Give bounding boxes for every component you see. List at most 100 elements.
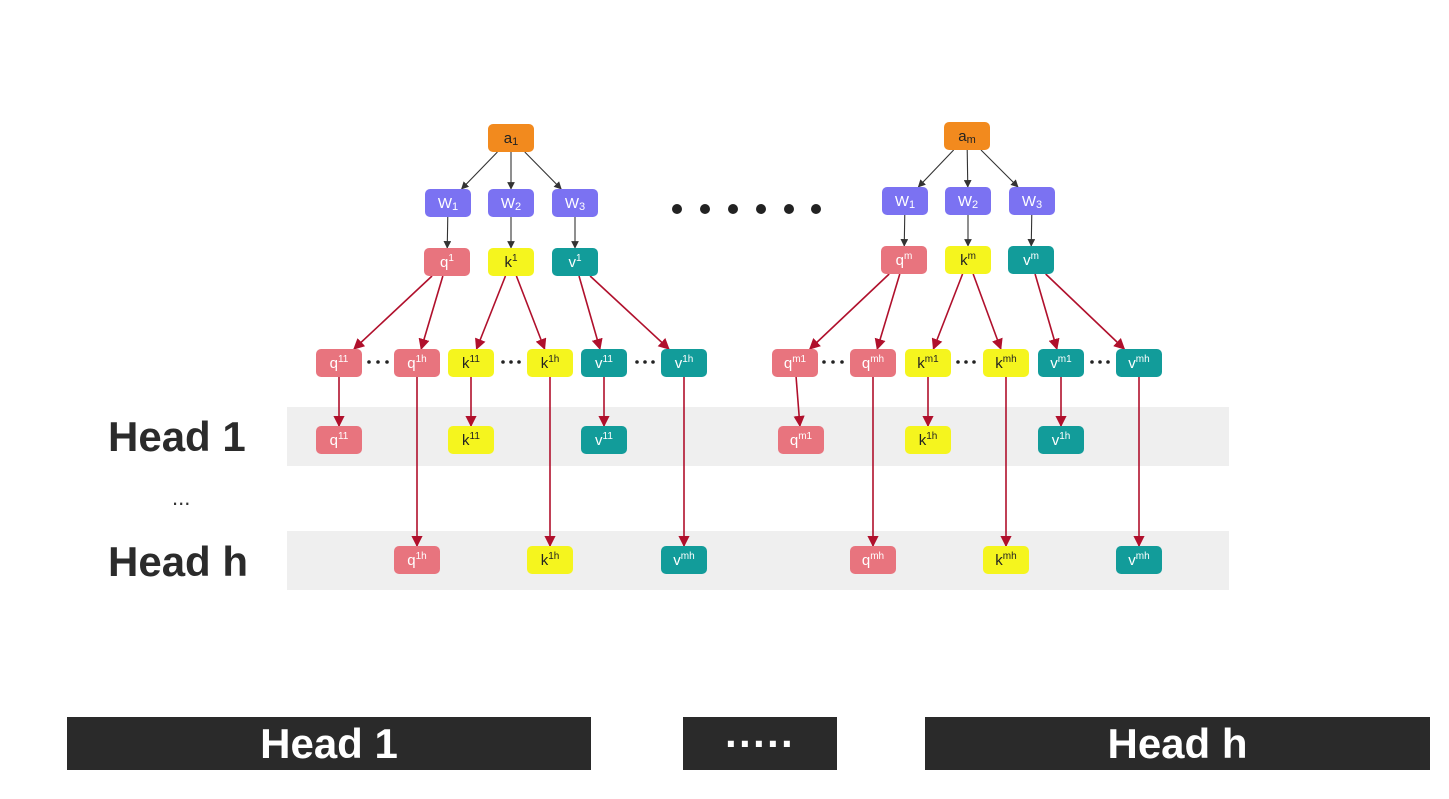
edge-qm1-to-h1_qm1 [793, 376, 805, 428]
row-label-head-1: Head 1 [108, 413, 246, 460]
bottom-bar-head-1: Head 1 [67, 717, 591, 770]
bottom-bar-ellipsis-label: ····· [725, 719, 795, 767]
node-h1_k11: k11 [448, 426, 494, 454]
node-h1_k11-label: k11 [462, 431, 480, 449]
edge-k1-to-k11 [475, 275, 507, 351]
node-h1_v11: v11 [581, 426, 627, 454]
bottom-bar-head-h-label: Head h [1107, 719, 1248, 767]
node-hh_kmh: kmh [983, 546, 1029, 574]
node-h1_k1h-label: k1h [919, 431, 938, 449]
row-label-ellipsis: ... [172, 485, 190, 510]
node-k1: k1 [488, 248, 534, 276]
node-qm: qm [881, 246, 927, 274]
node-a1-label: a1 [504, 130, 518, 148]
edge-v1-to-v11 [578, 275, 603, 351]
node-hh_vmh2: vmh [1116, 546, 1162, 574]
node-vm1-label: vm1 [1050, 354, 1072, 372]
node-vmh: vmh [1116, 349, 1162, 377]
bottom-bar-ellipsis: ····· [683, 717, 837, 770]
edge-q1-to-q1h [418, 275, 444, 351]
split-ellipsis-dots [367, 360, 1110, 364]
node-w3_1: W3 [552, 189, 598, 217]
node-vm-label: vm [1023, 251, 1039, 269]
edge-w1_1-to-q1 [443, 216, 452, 249]
node-w1_m-label: W1 [895, 193, 915, 211]
node-w1_m: W1 [882, 187, 928, 215]
node-hh_vmh2-label: vmh [1128, 551, 1149, 569]
node-w3_1-label: W3 [565, 195, 585, 213]
node-k11-label: k11 [462, 354, 480, 372]
node-qm1: qm1 [772, 349, 818, 377]
node-v1-label: v1 [568, 253, 582, 271]
node-hh_q1h: q1h [394, 546, 440, 574]
edges [333, 149, 1145, 548]
node-v1h: v1h [661, 349, 707, 377]
edge-w3_m-to-vm [1027, 214, 1036, 247]
head-h-band [287, 531, 1229, 590]
edge-qm-to-qmh [874, 273, 901, 351]
node-h1_k1h: k1h [905, 426, 951, 454]
node-w2_m: W2 [945, 187, 991, 215]
node-q11: q11 [316, 349, 362, 377]
node-hh_vmh: vmh [661, 546, 707, 574]
node-h1_qm1: qm1 [778, 426, 824, 454]
node-h1_q11: q11 [316, 426, 362, 454]
node-hh_k1h-label: k1h [541, 551, 560, 569]
node-km1: km1 [905, 349, 951, 377]
node-h1_qm1-label: qm1 [790, 431, 813, 449]
node-v1: v1 [552, 248, 598, 276]
node-w1_1: W1 [425, 189, 471, 217]
node-q1: q1 [424, 248, 470, 276]
node-vm1: vm1 [1038, 349, 1084, 377]
node-km-label: km [960, 251, 976, 269]
node-q1h-label: q1h [407, 354, 426, 372]
node-hh_qmh-label: qmh [862, 551, 884, 569]
edge-km-to-km1 [931, 273, 964, 351]
group-ellipsis-dots [672, 204, 821, 214]
bottom-bar-head-h: Head h [925, 717, 1430, 770]
node-qm-label: qm [896, 251, 913, 269]
node-w2_m-label: W2 [958, 193, 978, 211]
row-label-head-h: Head h [108, 538, 248, 585]
node-vmh-label: vmh [1128, 354, 1149, 372]
edge-k1-to-k1h [515, 275, 547, 351]
node-w1_1-label: W1 [438, 195, 458, 213]
node-km1-label: km1 [917, 354, 939, 372]
node-kmh: kmh [983, 349, 1029, 377]
node-hh_kmh-label: kmh [995, 551, 1016, 569]
edge-am-to-w3_m [980, 149, 1019, 188]
node-am: am [944, 122, 990, 150]
head-1-band [287, 407, 1229, 466]
node-k1h-label: k1h [541, 354, 560, 372]
edge-qm-to-qm1 [809, 273, 890, 350]
edge-km-to-kmh [972, 273, 1003, 351]
node-q1h: q1h [394, 349, 440, 377]
node-v11: v11 [581, 349, 627, 377]
node-k1h: k1h [527, 349, 573, 377]
node-k11: k11 [448, 349, 494, 377]
edge-a1-to-w3_1 [524, 151, 562, 190]
edge-v1-to-v1h [589, 275, 670, 350]
node-am-label: am [958, 128, 976, 146]
node-h1_v11-label: v11 [595, 431, 613, 449]
node-w3_m: W3 [1009, 187, 1055, 215]
node-kmh-label: kmh [995, 354, 1016, 372]
node-h1_v1h: v1h [1038, 426, 1084, 454]
edge-q1-to-q11 [353, 275, 433, 350]
edge-vm-to-vm1 [1034, 273, 1060, 351]
node-hh_vmh-label: vmh [673, 551, 694, 569]
node-h1_v1h-label: v1h [1052, 431, 1071, 449]
node-qm1-label: qm1 [784, 354, 807, 372]
node-qmh: qmh [850, 349, 896, 377]
node-a1: a1 [488, 124, 534, 152]
node-km: km [945, 246, 991, 274]
node-hh_qmh: qmh [850, 546, 896, 574]
node-vm: vm [1008, 246, 1054, 274]
bottom-bar-head-1-label: Head 1 [260, 719, 398, 767]
node-w3_m-label: W3 [1022, 193, 1042, 211]
edge-vm-to-vmh [1045, 273, 1126, 350]
node-qmh-label: qmh [862, 354, 884, 372]
node-w2_1: W2 [488, 189, 534, 217]
